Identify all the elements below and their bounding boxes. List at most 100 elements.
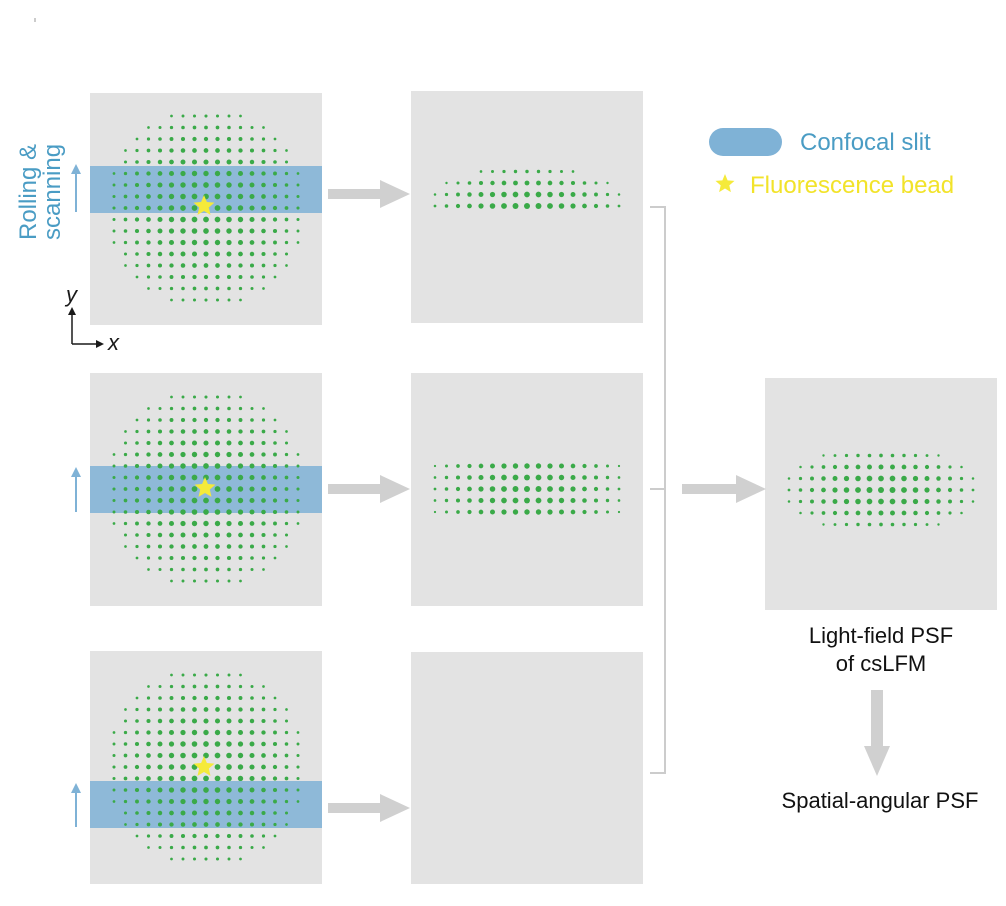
microlens-dot [146, 498, 151, 503]
microlens-dot [157, 509, 163, 515]
psf-dot [879, 522, 883, 527]
microlens-dot [226, 787, 232, 793]
psf-dot [512, 497, 519, 504]
microlens-dot [180, 263, 186, 268]
microlens-dot [157, 799, 163, 804]
microlens-dot [249, 509, 255, 515]
microlens-dot [123, 742, 128, 746]
microlens-dot [296, 241, 300, 244]
psf-dot [433, 487, 437, 491]
microlens-dot [249, 775, 255, 782]
microlens-dot [203, 228, 209, 234]
microlens-dot [237, 752, 244, 759]
microlens-dot [134, 498, 140, 503]
psf-dot [501, 509, 507, 515]
microlens-dot [261, 776, 266, 781]
psf-dot [478, 203, 484, 209]
microlens-dot [180, 764, 186, 770]
psf-dot [810, 499, 814, 504]
psf-dot [491, 170, 494, 173]
microlens-dot [203, 251, 209, 257]
microlens-dot [146, 452, 151, 457]
microlens-dot [180, 741, 186, 747]
psf-dot [433, 464, 437, 468]
microlens-dot [192, 845, 197, 850]
psf-dot [524, 486, 530, 492]
microlens-dot [180, 251, 186, 257]
microlens-dot [123, 441, 128, 445]
psf-dot [535, 463, 542, 469]
microlens-dot [296, 765, 300, 769]
microlens-dot [250, 696, 254, 700]
microlens-dot [226, 497, 232, 504]
microlens-dot [168, 451, 175, 458]
psf-dot [535, 486, 542, 492]
psf-dot [924, 464, 930, 470]
microlens-dot [146, 182, 151, 188]
microlens-dot [204, 845, 208, 850]
microlens-dot [180, 729, 186, 736]
microlens-dot [261, 452, 266, 457]
microlens-dot [237, 497, 244, 504]
microlens-dot [250, 286, 254, 291]
microlens-dot [157, 497, 163, 504]
microlens-dot [135, 521, 139, 526]
microlens-dot [146, 764, 151, 770]
microlens-dot [261, 509, 266, 515]
microlens-dot [203, 274, 209, 280]
psf-dot [844, 464, 849, 470]
psf-dot [593, 498, 599, 503]
microlens-dot [284, 229, 289, 233]
microlens-dot [261, 498, 266, 503]
microlens-dot [285, 823, 288, 826]
psf-dot [512, 509, 519, 515]
microlens-dot [123, 160, 128, 164]
microlens-dot [191, 251, 198, 257]
microlens-dot [273, 521, 277, 526]
microlens-dot [146, 429, 151, 434]
microlens-dot [215, 845, 220, 850]
microlens-dot [226, 193, 232, 200]
psf-dot [513, 180, 518, 186]
microlens-dot [157, 148, 163, 153]
microlens-dot [226, 136, 232, 142]
microlens-dot [237, 775, 244, 782]
psf-dot [832, 476, 838, 481]
microlens-dot [272, 764, 278, 770]
psf-dot [525, 169, 529, 174]
microlens-dot [239, 298, 242, 302]
psf-dot [467, 509, 472, 515]
microlens-dot [272, 205, 278, 211]
microlens-dot [250, 567, 254, 572]
microlens-dot [203, 451, 209, 458]
psf-dot [478, 509, 484, 515]
microlens-dot [146, 275, 151, 279]
microlens-dot [215, 136, 220, 142]
microlens-dot [123, 475, 128, 480]
psf-dot [512, 463, 519, 469]
microlens-dot [203, 182, 209, 188]
microlens-dot [192, 822, 197, 827]
microlens-dot [215, 544, 220, 549]
microlens-dot [146, 707, 151, 712]
microlens-dot [215, 695, 220, 701]
microlens-dot [191, 239, 198, 246]
microlens-dot [123, 533, 128, 537]
microlens-dot [226, 775, 232, 782]
psf-dot [924, 476, 930, 481]
microlens-dot [226, 239, 232, 246]
microlens-dot [170, 114, 173, 118]
microlens-dot [192, 833, 197, 839]
microlens-dot [169, 532, 174, 538]
psf-dot [901, 510, 907, 516]
microlens-dot [214, 486, 221, 492]
microlens-dot [273, 556, 277, 560]
microlens-dot [147, 126, 150, 129]
microlens-dot [191, 729, 198, 736]
psf-dot [937, 454, 940, 457]
psf-dot [593, 475, 599, 480]
arrow-to-result [682, 475, 766, 503]
microlens-dot [249, 544, 255, 549]
microlens-dot [157, 752, 163, 759]
